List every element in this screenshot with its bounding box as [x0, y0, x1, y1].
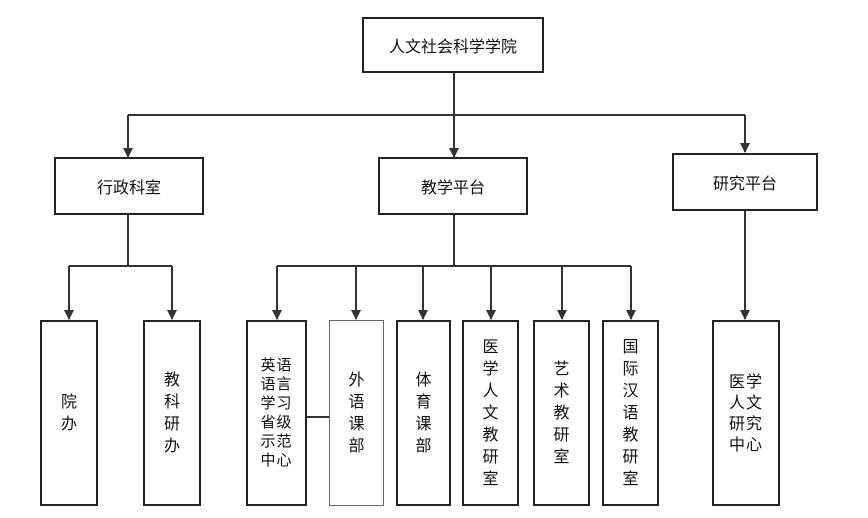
- chinese-intl-room-node: 国 际 汉 语 教 研 室: [602, 320, 659, 506]
- root-label: 人文社会科学学院: [388, 37, 517, 56]
- root-node: 人文社会科学学院: [362, 17, 544, 73]
- foreign-language-dept-label: 外 语 课 部: [348, 370, 365, 455]
- medical-humanities-center-node: 医学 人文 研究 中心: [712, 320, 780, 506]
- art-room-node: 艺 术 教 研 室: [533, 320, 590, 506]
- pe-dept-node: 体 育 课 部: [396, 320, 451, 506]
- teaching-research-office-label: 教 科 研 办: [163, 370, 180, 455]
- art-room-label: 艺 术 教 研 室: [553, 359, 570, 466]
- teaching-node: 教学平台: [378, 157, 528, 215]
- dean-office-label: 院 办: [60, 392, 77, 433]
- admin-label: 行政科室: [96, 178, 161, 197]
- dean-office-node: 院 办: [40, 320, 98, 506]
- teaching-label: 教学平台: [420, 178, 485, 197]
- teaching-research-office-node: 教 科 研 办: [143, 320, 201, 506]
- pe-dept-label: 体 育 课 部: [415, 370, 432, 455]
- admin-node: 行政科室: [54, 157, 204, 215]
- research-node: 研究平台: [672, 153, 818, 211]
- medical-humanities-center-label: 医学 人文 研究 中心: [728, 372, 763, 454]
- english-center-label: 英语 语言 学习 省级 示范 中心: [260, 356, 293, 469]
- research-label: 研究平台: [712, 174, 777, 193]
- medical-humanities-room-node: 医 学 人 文 教 研 室: [462, 320, 519, 506]
- foreign-language-dept-node: 外 语 课 部: [329, 320, 384, 506]
- chinese-intl-room-label: 国 际 汉 语 教 研 室: [622, 337, 639, 488]
- medical-humanities-room-label: 医 学 人 文 教 研 室: [482, 337, 499, 488]
- english-center-node: 英语 语言 学习 省级 示范 中心: [246, 320, 307, 506]
